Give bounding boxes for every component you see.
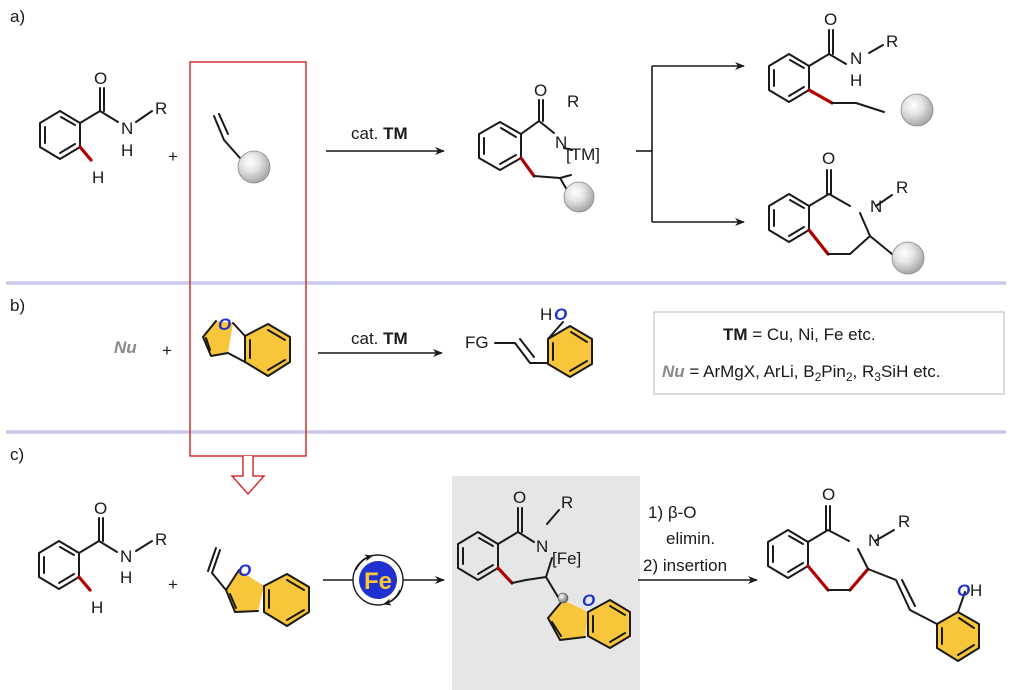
vinylbenzofuran-c: O	[207, 547, 310, 627]
atom-R: R	[155, 530, 167, 549]
plus-sign: +	[168, 147, 178, 166]
atom-O: O	[513, 488, 526, 507]
atom-H: H	[121, 141, 133, 160]
panel-label-b: b)	[10, 296, 25, 315]
atom-O: O	[218, 315, 231, 334]
atom-H: H	[540, 305, 552, 324]
svg-text:cat. TM: cat. TM	[351, 329, 408, 348]
atom-N: N	[868, 531, 880, 550]
plus-sign: +	[168, 575, 178, 594]
atom-R: R	[567, 92, 579, 111]
atom-N: N	[870, 197, 882, 216]
hollow-down-arrow	[230, 456, 266, 496]
branch-arrows	[636, 62, 745, 226]
atom-N: N	[121, 119, 133, 138]
product-annulation: O N R	[768, 149, 925, 275]
panel-label-c: c)	[10, 445, 24, 464]
fg-label: FG	[465, 333, 489, 352]
step1-label: 1) β-O	[648, 503, 697, 522]
legend-nu-line: Nu = ArMgX, ArLi, B2Pin2, R3SiH etc.	[662, 362, 941, 384]
metallacycle-intermediate-a: O N R [TM]	[478, 81, 600, 213]
nucleophile-label: Nu	[114, 338, 137, 357]
legend-box: TM = Cu, Ni, Fe etc. Nu = ArMgX, ArLi, B…	[653, 311, 1005, 395]
atom-N: N	[850, 49, 862, 68]
benzamide-c: O N H R H	[38, 499, 167, 617]
atom-O: O	[822, 485, 835, 504]
step1-line2: elimin.	[666, 529, 715, 548]
atom-R: R	[561, 493, 573, 512]
atom-N: N	[536, 537, 548, 556]
atom-O: O	[582, 591, 595, 610]
benzofuran-b: O	[202, 315, 291, 377]
atom-H: H	[850, 71, 862, 90]
atom-R: R	[896, 178, 908, 197]
metal-label: [Fe]	[552, 549, 581, 568]
benzamide-a: O N H R H	[39, 69, 167, 187]
metal-label: [TM]	[566, 145, 600, 164]
atom-O: O	[822, 149, 835, 168]
reagent-label-b: cat. TM	[351, 329, 408, 348]
svg-text:cat. TM: cat. TM	[351, 124, 408, 143]
atom-R: R	[898, 512, 910, 531]
panel-label-a: a)	[10, 7, 25, 26]
atom-O: O	[957, 581, 970, 600]
atom-N: N	[120, 547, 132, 566]
atom-O: O	[94, 69, 107, 88]
step-conditions: 1) β-O elimin. 2) insertion	[643, 503, 727, 575]
product-alkylation: O N H R	[768, 10, 934, 127]
vinyl-substrate-a	[213, 113, 271, 184]
atom-O: O	[534, 81, 547, 100]
atom-H: H	[970, 581, 982, 600]
atom-N: N	[555, 133, 567, 152]
ring-opened-product-b: FG H O	[465, 305, 593, 378]
final-product: O N R O H	[767, 485, 982, 662]
vinyl-reagent-frame	[189, 61, 307, 457]
step2-label: 2) insertion	[643, 556, 727, 575]
atom-O: O	[824, 10, 837, 29]
atom-R: R	[155, 99, 167, 118]
legend-tm-line: TM = Cu, Ni, Fe etc.	[723, 325, 876, 344]
fe-label: Fe	[364, 568, 392, 595]
atom-R: R	[886, 32, 898, 51]
atom-H: H	[92, 168, 104, 187]
fe-catalyst-badge: Fe	[352, 554, 404, 606]
atom-O: O	[554, 305, 567, 324]
intermediate-highlight-box	[452, 476, 640, 690]
atom-H: H	[91, 598, 103, 617]
atom-H: H	[120, 568, 132, 587]
reagent-label-a: cat. TM	[351, 124, 408, 143]
plus-sign: +	[162, 341, 172, 360]
fe-metallacycle-intermediate: O N R [Fe] O	[457, 488, 631, 649]
atom-O: O	[94, 499, 107, 518]
atom-O: O	[238, 561, 251, 580]
